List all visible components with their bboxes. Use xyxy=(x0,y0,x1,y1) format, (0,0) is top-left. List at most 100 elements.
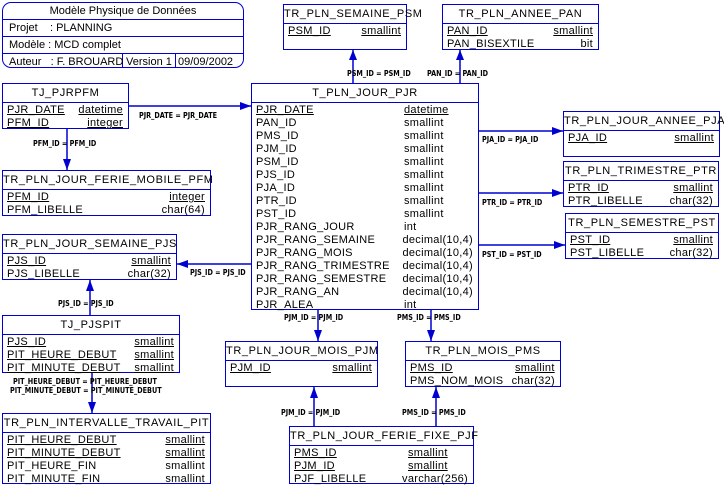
column-type: smallint xyxy=(134,336,174,348)
column[interactable]: PJR_ALEA int xyxy=(256,299,473,312)
date-label: 09/09/2002 xyxy=(178,56,234,68)
column-name: PJM_ID xyxy=(294,460,335,472)
column-type: smallint xyxy=(165,460,205,472)
column-name: PMS_ID xyxy=(256,130,299,142)
column-type: int xyxy=(404,299,417,311)
column-name: PJR_ALEA xyxy=(256,299,314,311)
arrow-down-icon xyxy=(88,402,96,413)
arrow-right-icon xyxy=(240,102,251,110)
column-type: integer xyxy=(87,117,123,129)
arrow-right-icon xyxy=(552,127,563,135)
column-type: smallint xyxy=(673,234,713,246)
column-name: PJR_RANG_AN xyxy=(256,286,340,298)
column-name: PSM_ID xyxy=(256,156,299,168)
column[interactable]: PJS_LIBELLE char(32) xyxy=(7,268,171,281)
column-name: PJR_RANG_SEMAINE xyxy=(256,234,376,246)
arrow-up-icon xyxy=(310,387,318,398)
primary-key-column[interactable]: PST_ID smallint xyxy=(570,234,713,247)
link-label-pms: PMS_ID = PMS_ID xyxy=(397,313,461,322)
column-name: PJM_ID xyxy=(230,362,271,374)
column-name: PST_ID xyxy=(570,234,611,246)
column-type: decimal(10,4) xyxy=(402,260,473,272)
column-name: PJF_LIBELLE xyxy=(294,473,367,485)
column-type: char(32) xyxy=(511,375,555,387)
column-name: PJR_DATE xyxy=(7,104,65,116)
link-label-psm: PSM_ID = PSM_ID xyxy=(347,69,411,78)
column-name: PTR_LIBELLE xyxy=(568,195,643,207)
arrow-down-icon xyxy=(314,330,322,341)
column-name: PIT_HEURE_DEBUT xyxy=(7,434,117,446)
column-type: smallint xyxy=(673,182,713,194)
column-name: PJS_LIBELLE xyxy=(7,268,81,280)
column[interactable]: PSM_ID smallint xyxy=(256,156,473,169)
column-name: PFM_ID xyxy=(7,191,50,203)
column-type: smallint xyxy=(404,156,444,168)
column-type: char(32) xyxy=(127,268,171,280)
column-name: PJA_ID xyxy=(256,182,296,194)
column-name: PJM_ID xyxy=(256,143,297,155)
column-type: smallint xyxy=(134,349,174,361)
column-type: datetime xyxy=(404,104,449,116)
link-label-pjs-pjspit: PJS_ID = PJS_ID xyxy=(58,299,114,308)
model-title: Modèle Physique de Données xyxy=(3,3,243,20)
primary-key-column[interactable]: PIT_HEURE_DEBUT smallint xyxy=(7,349,174,362)
table-name: TR_PLN_INTERVALLE_TRAVAIL_PIT xyxy=(3,414,210,433)
column-name: PIT_HEURE_DEBUT xyxy=(7,349,117,361)
